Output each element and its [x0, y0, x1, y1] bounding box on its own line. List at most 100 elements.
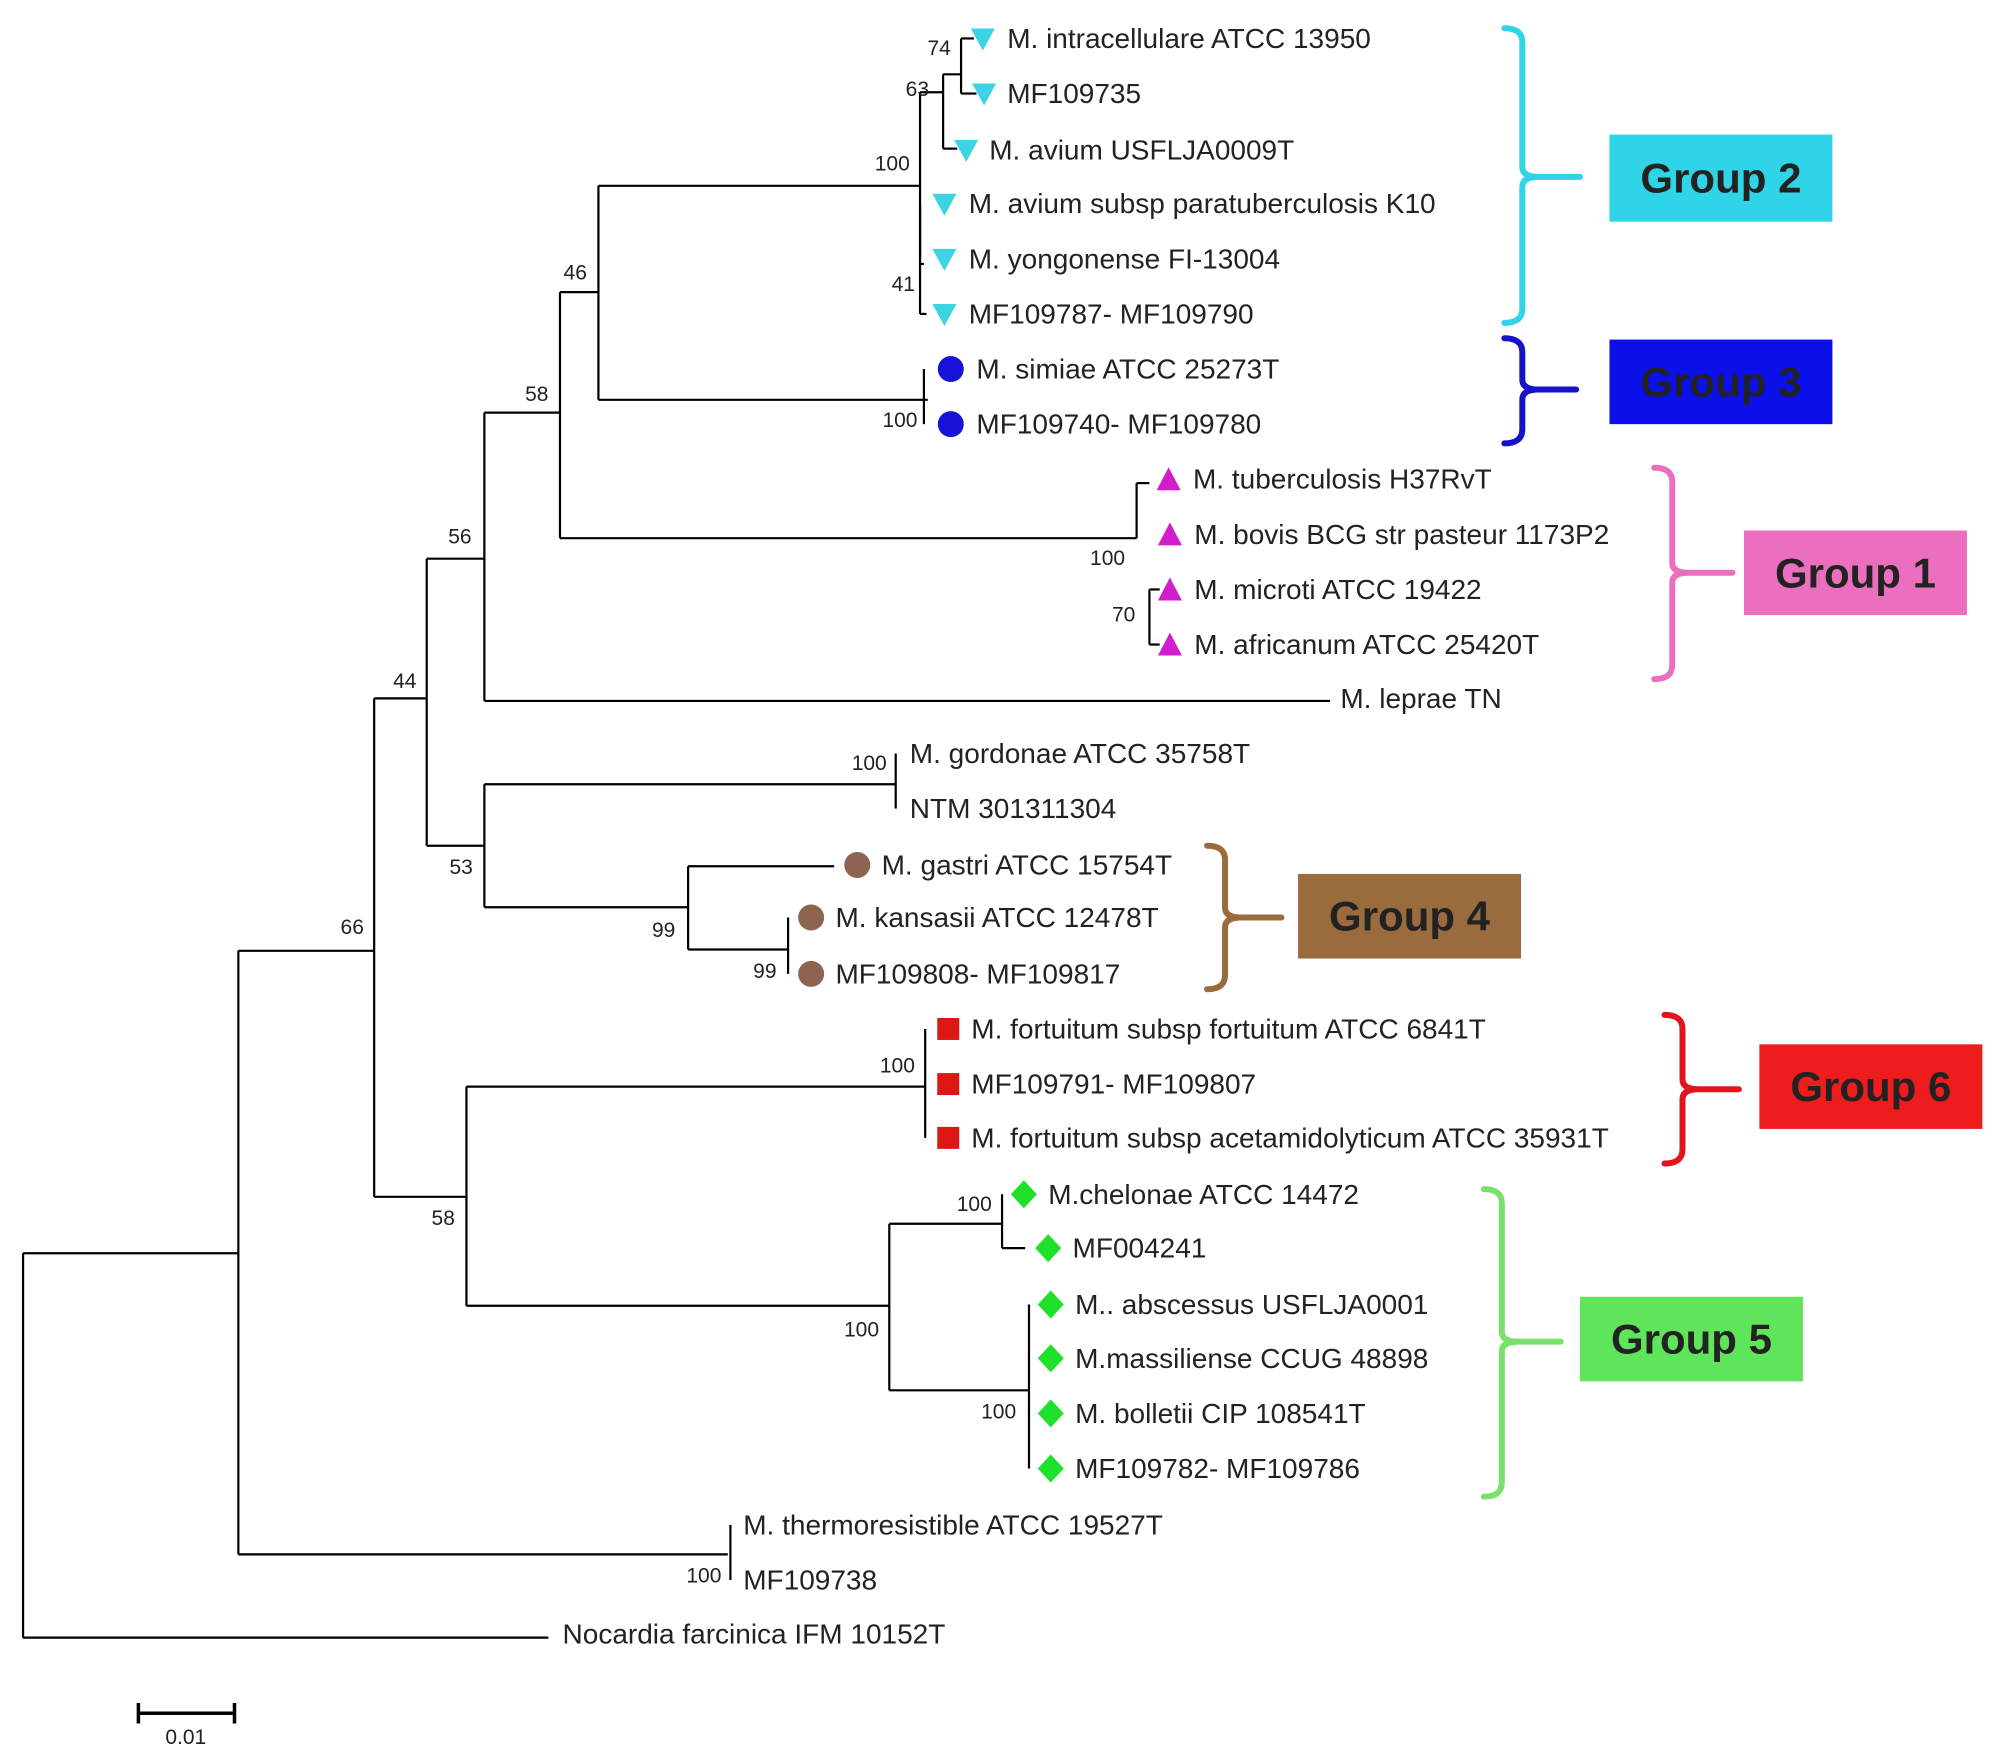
leaf-marker-mf109735 [972, 83, 997, 106]
leaf-marker-kansasii [798, 904, 825, 931]
leaf-label-mf109735: MF109735 [1007, 78, 1141, 109]
leaf-marker-microti [1157, 577, 1182, 601]
leaf-marker-fortuitum [937, 1017, 960, 1040]
group-brackets [1204, 25, 1742, 1500]
leaf-marker-africanum [1157, 632, 1182, 656]
group-box-6: Group 6 [1759, 1044, 1983, 1129]
bootstrap-value-thermoresistible-mf109738: 100 [686, 1565, 721, 1588]
group-box-label: Group 5 [1611, 1316, 1772, 1363]
leaf-label-bolletii: M. bolletii CIP 108541T [1075, 1398, 1366, 1429]
leaf-label-chelonae: M.chelonae ATCC 14472 [1048, 1179, 1359, 1210]
leaf-marker-bolletii [1037, 1399, 1064, 1428]
bootstrap-value-kansasii-mf109808: 99 [753, 960, 776, 983]
leaf-label-avium: M. avium USFLJA0009T [989, 134, 1294, 165]
bracket-group-3 [1501, 335, 1580, 447]
group-box-2: Group 2 [1609, 134, 1833, 222]
leaf-marker-mf109740 [937, 411, 964, 438]
leaf-label-acetamido: M. fortuitum subsp acetamidolyticum ATCC… [971, 1122, 1609, 1153]
leaf-marker-mf109787 [932, 303, 957, 326]
bootstrap-value-yongonense-mf109787: 41 [892, 273, 915, 296]
leaf-label-thermoresistible: M. thermoresistible ATCC 19527T [743, 1509, 1163, 1540]
leaf-label-gastri: M. gastri ATCC 15754T [882, 849, 1172, 880]
group-box-label: Group 1 [1775, 549, 1936, 596]
leaf-label-simiae: M. simiae ATCC 25273T [976, 354, 1279, 385]
leaf-label-mf109787: MF109787- MF109790 [969, 298, 1254, 329]
bootstrap-values: 74 63 100 41 46 100 58 100 70 56 44 100 53 99 99 66 100 5… [341, 37, 1136, 1587]
leaf-marker-chelonae [1010, 1180, 1037, 1209]
leaf-label-mf109791: MF109791- MF109807 [971, 1069, 1256, 1100]
bootstrap-value-group2-group3: 46 [564, 261, 587, 284]
bootstrap-value-group1: 100 [1090, 547, 1125, 570]
bootstrap-value-group4: 99 [652, 919, 675, 942]
bootstrap-value-chelonae-mf004241: 100 [957, 1193, 992, 1216]
leaf-marker-simiae [937, 356, 964, 383]
bootstrap-value-mycobacterium: 66 [341, 916, 364, 939]
leaf-label-avium_para: M. avium subsp paratuberculosis K10 [969, 188, 1436, 219]
leaf-label-africanum: M. africanum ATCC 25420T [1194, 629, 1539, 660]
scale-bar: 0.01 [136, 1702, 237, 1746]
bracket-group-2 [1501, 25, 1583, 326]
leaf-label-abscessus: M.. abscessus USFLJA0001 [1075, 1289, 1428, 1320]
bootstrap-value-group2: 100 [875, 153, 910, 176]
leaf-label-yongonense: M. yongonense FI-13004 [969, 243, 1280, 274]
leaf-label-bovis: M. bovis BCG str pasteur 1173P2 [1194, 519, 1609, 550]
bootstrap-value-group6: 100 [880, 1055, 915, 1078]
leaf-label-gordonae: M. gordonae ATCC 35758T [910, 738, 1250, 769]
leaf-label-mf109808: MF109808- MF109817 [835, 958, 1120, 989]
bootstrap-value-intracellulare-avium: 63 [906, 78, 929, 101]
group-box-label: Group 6 [1790, 1063, 1951, 1110]
group-box-background [1759, 1044, 1983, 1129]
leaf-marker-bovis [1157, 522, 1182, 546]
leaf-marker-mf109791 [937, 1073, 960, 1096]
leaf-label-mf109740: MF109740- MF109780 [976, 409, 1261, 440]
leaf-label-tuberculosis: M. tuberculosis H37RvT [1193, 464, 1492, 495]
bootstrap-value-group3: 100 [882, 409, 917, 432]
bootstrap-value-intracellulare-mf109735: 74 [927, 37, 951, 60]
group-box-background [1609, 134, 1833, 222]
leaf-marker-massiliense [1037, 1344, 1064, 1373]
bootstrap-value-slow-growers-plus: 44 [393, 670, 417, 693]
leaf-label-kansasii: M. kansasii ATCC 12478T [835, 902, 1158, 933]
bracket-group-4 [1204, 842, 1285, 993]
group-box-4: Group 4 [1298, 873, 1522, 959]
leaf-marker-yongonense [932, 248, 957, 271]
leaf-marker-intracellulare [970, 28, 995, 51]
leaf-marker-avium_para [932, 193, 957, 216]
group-boxes: Group 1 Group 2 Group 3 Group 4 Group 5 Group… [1298, 134, 1983, 1382]
leaf-label-mf004241: MF004241 [1073, 1233, 1207, 1264]
group-box-background [1579, 1296, 1803, 1382]
leaf-marker-mf109782 [1037, 1454, 1064, 1483]
group-box-label: Group 4 [1329, 893, 1491, 940]
bootstrap-value-rapid-growers: 58 [432, 1207, 455, 1230]
leaf-label-intracellulare: M. intracellulare ATCC 13950 [1007, 23, 1371, 54]
bootstrap-value-group5: 100 [844, 1319, 879, 1342]
bootstrap-value-slow-growers: 56 [448, 525, 471, 548]
group-box-1: Group 1 [1743, 530, 1967, 616]
leaf-marker-gastri [844, 851, 871, 878]
leaf-label-mf109738: MF109738 [743, 1564, 877, 1595]
leaf-marker-abscessus [1037, 1290, 1064, 1319]
group-box-label: Group 2 [1640, 155, 1801, 202]
group-box-3: Group 3 [1609, 339, 1833, 425]
group-box-label: Group 3 [1640, 358, 1801, 405]
bracket-group-1 [1651, 464, 1736, 683]
leaf-label-leprae: M. leprae TN [1340, 683, 1501, 714]
leaf-marker-mf004241 [1035, 1234, 1062, 1263]
leaf-markers [798, 28, 1182, 1483]
bootstrap-value-microti-africanum: 70 [1112, 604, 1135, 627]
bootstrap-value-mtb-leprae-clade: 58 [525, 383, 548, 406]
group-box-background [1743, 530, 1967, 616]
leaf-marker-avium [954, 139, 979, 162]
bootstrap-value-abscessus-complex: 100 [981, 1401, 1016, 1424]
leaf-label-microti: M. microti ATCC 19422 [1194, 574, 1481, 605]
leaf-label-massiliense: M.massiliense CCUG 48898 [1075, 1343, 1428, 1374]
leaf-marker-acetamido [937, 1126, 960, 1149]
scale-bar-label: 0.01 [165, 1726, 206, 1746]
tree-branches [21, 37, 1331, 1639]
leaf-marker-tuberculosis [1156, 467, 1181, 491]
leaf-label-ntm: NTM 301311304 [910, 793, 1117, 824]
bracket-group-5 [1480, 1186, 1564, 1500]
bootstrap-value-gordonae-group4: 53 [449, 856, 472, 879]
